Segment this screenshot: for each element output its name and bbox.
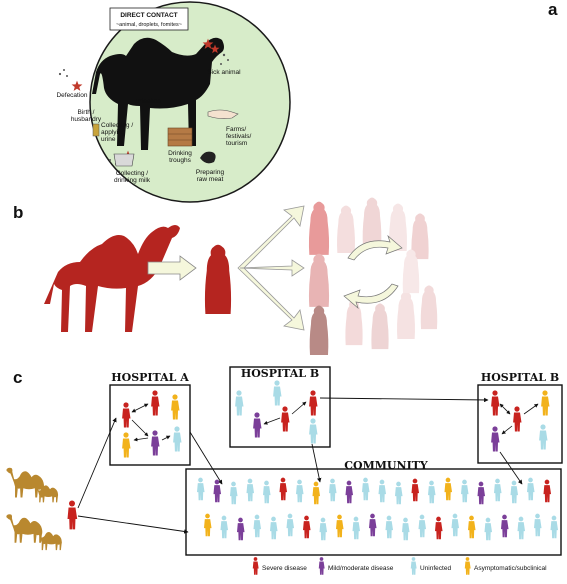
community-title: COMMUNITY — [344, 459, 428, 472]
person-faint-icon — [420, 285, 438, 330]
label-collect-urine-1: Collecting / — [101, 122, 133, 129]
transmission-arrow — [77, 515, 189, 534]
milk-bucket-icon — [113, 153, 135, 167]
direct-contact-subtitle: ~animal, droplets, fomites~ — [116, 22, 182, 28]
label-collect-urine-2: applying — [101, 129, 126, 136]
person-faint-icon — [371, 303, 389, 350]
raw-meat-icon — [200, 151, 216, 164]
label-farms-2: festivals/ — [226, 133, 251, 140]
legend: Severe disease Mild/moderate disease Uni… — [252, 557, 547, 575]
label-meat-2: raw meat — [197, 176, 224, 183]
direct-contact-title: DIRECT CONTACT — [120, 12, 177, 19]
hospital-b2-box — [477, 384, 563, 464]
person-pink-icon — [308, 253, 330, 307]
label-collect-urine-3: urine — [101, 136, 116, 143]
person-pink-icon — [308, 201, 330, 255]
label-defecation: Defecation — [56, 92, 87, 99]
camel-tan-icon — [6, 467, 45, 498]
hospital-a-box — [109, 384, 191, 466]
panel-letter-b: b — [13, 203, 24, 222]
trough-icon — [167, 127, 193, 147]
label-collect-milk-2: drinking milk — [114, 177, 151, 184]
legend-severe-label: Severe disease — [262, 565, 307, 572]
camel-tan-icon — [6, 514, 43, 543]
person-faint-icon — [345, 299, 363, 346]
label-birth-1: Birth / — [78, 109, 95, 116]
hospital-b1-title: HOSPITAL B — [241, 367, 319, 380]
transmission-arrow — [189, 431, 223, 485]
label-birth-2: husbandry — [71, 116, 102, 123]
legend-asymptomatic-label: Asymptomatic/subclinical — [474, 565, 547, 572]
index-case-icon — [67, 500, 78, 530]
camel-silhouette-red — [44, 225, 180, 332]
legend-uninfected-icon — [410, 557, 417, 575]
person-faint-icon — [337, 205, 355, 254]
direct-contact-box — [109, 7, 189, 31]
transmission-arrow — [311, 443, 322, 483]
hand-icon — [207, 109, 239, 119]
cycle-arrow-icon — [343, 283, 399, 310]
arrow-icon — [239, 259, 305, 277]
infected-person-icon — [204, 244, 232, 314]
community-box — [185, 468, 562, 556]
legend-severe-icon — [252, 557, 259, 575]
hospital-b2-title: HOSPITAL B — [481, 371, 559, 384]
transmission-arrow — [77, 417, 117, 509]
legend-mild-icon — [318, 557, 325, 575]
hospital-a-title: HOSPITAL A — [111, 371, 189, 384]
panel-letter-c: c — [13, 368, 23, 387]
transmission-arrow — [319, 397, 489, 403]
person-brown-icon — [309, 305, 329, 355]
arrow-icon — [147, 255, 197, 281]
legend-mild-label: Mild/moderate disease — [328, 565, 394, 572]
label-farms-1: Farms/ — [226, 126, 246, 133]
person-faint-icon — [397, 291, 415, 340]
legend-asymptomatic-icon — [464, 557, 471, 575]
label-sick-animal: Sick animal — [207, 69, 241, 76]
urine-bottle-icon — [92, 123, 100, 137]
legend-uninfected-label: Uninfected — [420, 565, 451, 572]
star-icon — [71, 80, 83, 91]
person-faint-icon — [362, 197, 382, 247]
panel-b — [44, 197, 438, 355]
label-troughs-1: Drinking — [168, 150, 192, 157]
label-meat-1: Preparing — [196, 169, 225, 176]
label-troughs-2: troughs — [169, 157, 191, 164]
label-collect-milk-1: Collecting / — [116, 170, 148, 177]
label-farms-3: tourism — [226, 140, 247, 147]
camel-silhouette-dark — [92, 37, 224, 150]
transmission-arrow — [499, 451, 523, 485]
panel-letter-a: a — [548, 0, 558, 19]
panel-c: HOSPITAL A HOSPITAL B HOSPITAL B COMMUNI… — [6, 366, 563, 575]
cycle-arrow-icon — [347, 234, 403, 261]
panel-a: DIRECT CONTACT ~animal, droplets, fomite… — [56, 1, 291, 203]
label-urination: Urination — [135, 98, 161, 105]
